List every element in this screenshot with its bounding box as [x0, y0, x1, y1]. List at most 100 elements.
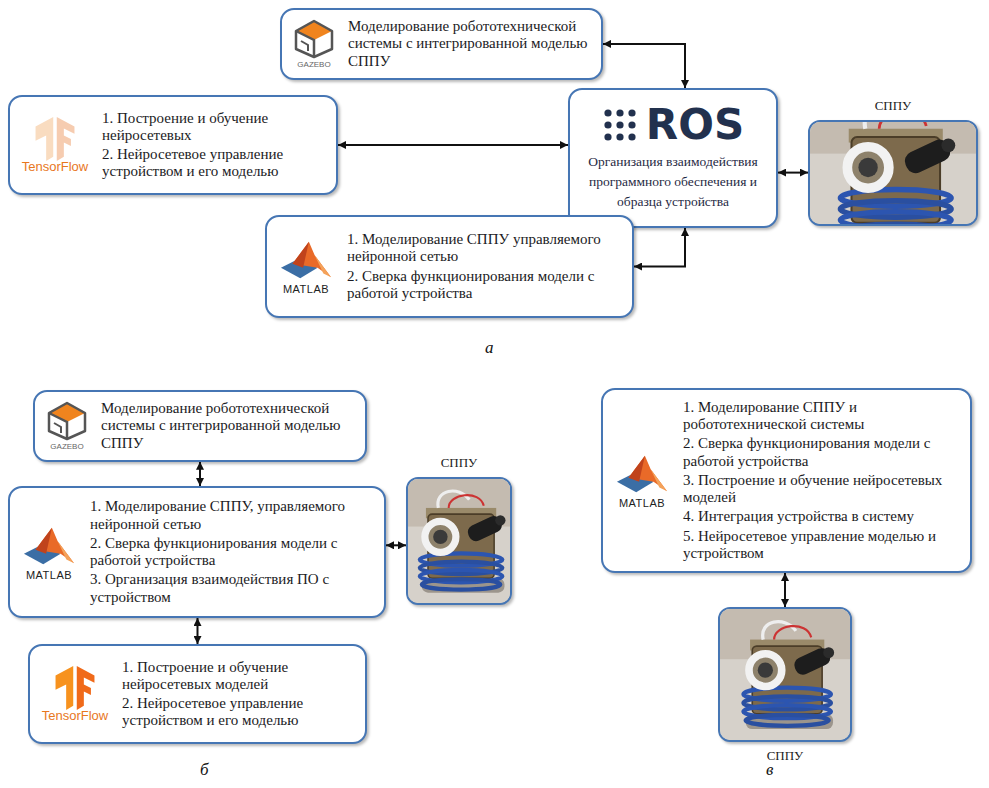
- software-box: MATLAB 1. Моделирование СППУ и робототехн…: [601, 388, 972, 573]
- double-arrow: [197, 618, 199, 644]
- task-item: 3. Организация взаимодействия ПО с устро…: [90, 571, 374, 606]
- software-logo-part: [49, 403, 85, 422]
- device-frame-part: [422, 579, 501, 589]
- software-logo-part: [56, 666, 74, 710]
- software-logo-part: [292, 19, 336, 59]
- device-frame: [406, 477, 512, 605]
- device-frame-part: [865, 122, 907, 129]
- task-list: 1. Моделирование СППУ, управляемого нейр…: [82, 496, 374, 608]
- task-item: 2. Нейросетевое управление устройством и…: [122, 695, 355, 730]
- ros-word: ROS: [646, 104, 744, 146]
- task-item: 2. Сверка функционирования модели с рабо…: [683, 435, 960, 470]
- task-item: Моделирование робототехнической системы …: [101, 400, 355, 452]
- device-frame-part: [425, 521, 456, 552]
- device-frame-part: [495, 515, 505, 525]
- software-box: MATLAB 1. Моделирование СППУ управляемого…: [265, 215, 634, 318]
- logo-word: MATLAB: [283, 283, 329, 295]
- logo-word: TensorFlow: [22, 159, 88, 174]
- task-list: 1. Построение и обучение нейросетевых мо…: [114, 657, 355, 732]
- software-logo-part: [77, 666, 95, 710]
- double-arrow: [778, 172, 808, 174]
- device-frame-part: [746, 714, 833, 729]
- ros-dots-part: [628, 109, 635, 116]
- software-logo-part: [29, 116, 81, 162]
- device-frame-part: [720, 609, 850, 740]
- software-logo: [49, 665, 101, 711]
- ros-dots-part: [604, 133, 611, 140]
- double-arrow: [338, 144, 568, 146]
- task-list: 1. Моделирование СППУ управляемого нейро…: [339, 229, 622, 304]
- software-logo: [29, 116, 81, 162]
- logo-word: MATLAB: [619, 497, 665, 509]
- software-logo-part: [36, 527, 75, 563]
- device-frame-part: [758, 662, 773, 677]
- software-logo: [22, 524, 76, 568]
- panel-letter: б: [200, 760, 209, 780]
- task-item: 2. Нейросетевое управление устройством и…: [102, 146, 326, 181]
- software-logo-part: [54, 423, 61, 433]
- device-photo: СППУ: [718, 607, 852, 764]
- software-logo: [292, 19, 336, 59]
- task-item: 2. Сверка функционирования модели с рабо…: [347, 268, 622, 303]
- task-item: 1. Моделирование СППУ и робототехническо…: [683, 399, 960, 434]
- logo-column: TensorFlow: [16, 116, 94, 174]
- device-frame-part: [823, 647, 834, 658]
- software-logo-part: [22, 524, 76, 568]
- software-logo: [279, 238, 333, 282]
- logo-word: MATLAB: [26, 569, 72, 581]
- software-logo-part: [293, 242, 309, 268]
- device-label: СППУ: [875, 98, 912, 114]
- software-box: TensorFlow 1. Построение и обучение нейро…: [8, 95, 338, 195]
- logo-column: TensorFlow: [36, 665, 114, 723]
- task-list: Моделирование робототехнической системы …: [340, 16, 591, 72]
- panel-letter: а: [485, 338, 494, 358]
- double-arrow: [634, 228, 685, 267]
- device-label: СППУ: [441, 455, 478, 471]
- ros-description: Организация взаимодействия программного …: [580, 152, 766, 213]
- software-box: TensorFlow1. Построение и обучение нейро…: [28, 644, 367, 744]
- logo-column: GAZEBO: [288, 19, 340, 69]
- software-logo-part: [315, 255, 331, 277]
- double-arrow: [199, 462, 201, 486]
- software-logo-part: [296, 21, 332, 57]
- ros-dots-part: [616, 133, 623, 140]
- software-logo-part: [36, 527, 52, 553]
- device-frame-part: [941, 138, 955, 152]
- task-list: Моделирование робототехнической системы …: [93, 398, 355, 454]
- task-item: 1. Моделирование СППУ, управляемого нейр…: [90, 498, 374, 533]
- ros-dots-part: [604, 121, 611, 128]
- device-frame-part: [720, 609, 850, 740]
- ros-dots-part: [604, 109, 611, 116]
- task-item: 1. Моделирование СППУ управляемого нейро…: [347, 231, 622, 266]
- task-item: Моделирование робототехнической системы …: [348, 18, 591, 70]
- device-frame-part: [879, 122, 926, 129]
- ros-logo: ROS: [602, 104, 744, 146]
- software-logo-part: [615, 452, 669, 496]
- logo-word: GAZEBO: [297, 60, 330, 69]
- task-list: 1. Построение и обучение нейросетевых2. …: [94, 108, 326, 183]
- panel-letter: в: [766, 760, 773, 780]
- task-item: 3. Построение и обучение нейросетевых мо…: [683, 472, 960, 507]
- device-frame-part: [749, 654, 782, 687]
- task-item: 4. Интеграция устройства в систему: [683, 508, 960, 525]
- task-item: 2. Сверка функционирования модели с рабо…: [90, 535, 374, 570]
- software-logo: [45, 401, 89, 441]
- ros-dots-part: [628, 133, 635, 140]
- software-logo-part: [49, 403, 85, 439]
- device-frame-part: [408, 479, 510, 603]
- software-box: GAZEBOМоделирование робототехнической си…: [33, 390, 367, 462]
- device-frame-part: [774, 626, 811, 639]
- ros-dots: [602, 107, 638, 143]
- logo-column: GAZEBO: [41, 401, 93, 451]
- software-box: GAZEBO Моделирование робототехнической си…: [280, 8, 603, 80]
- device-frame-part: [858, 157, 877, 176]
- software-logo-part: [629, 456, 645, 482]
- task-list: 1. Моделирование СППУ и робототехническо…: [675, 397, 960, 564]
- ros-dots-part: [616, 109, 623, 116]
- device-frame-part: [433, 529, 447, 543]
- device-frame-part: [810, 122, 976, 224]
- software-logo-part: [301, 41, 308, 51]
- software-logo-part: [49, 413, 67, 439]
- software-logo-part: [629, 456, 668, 492]
